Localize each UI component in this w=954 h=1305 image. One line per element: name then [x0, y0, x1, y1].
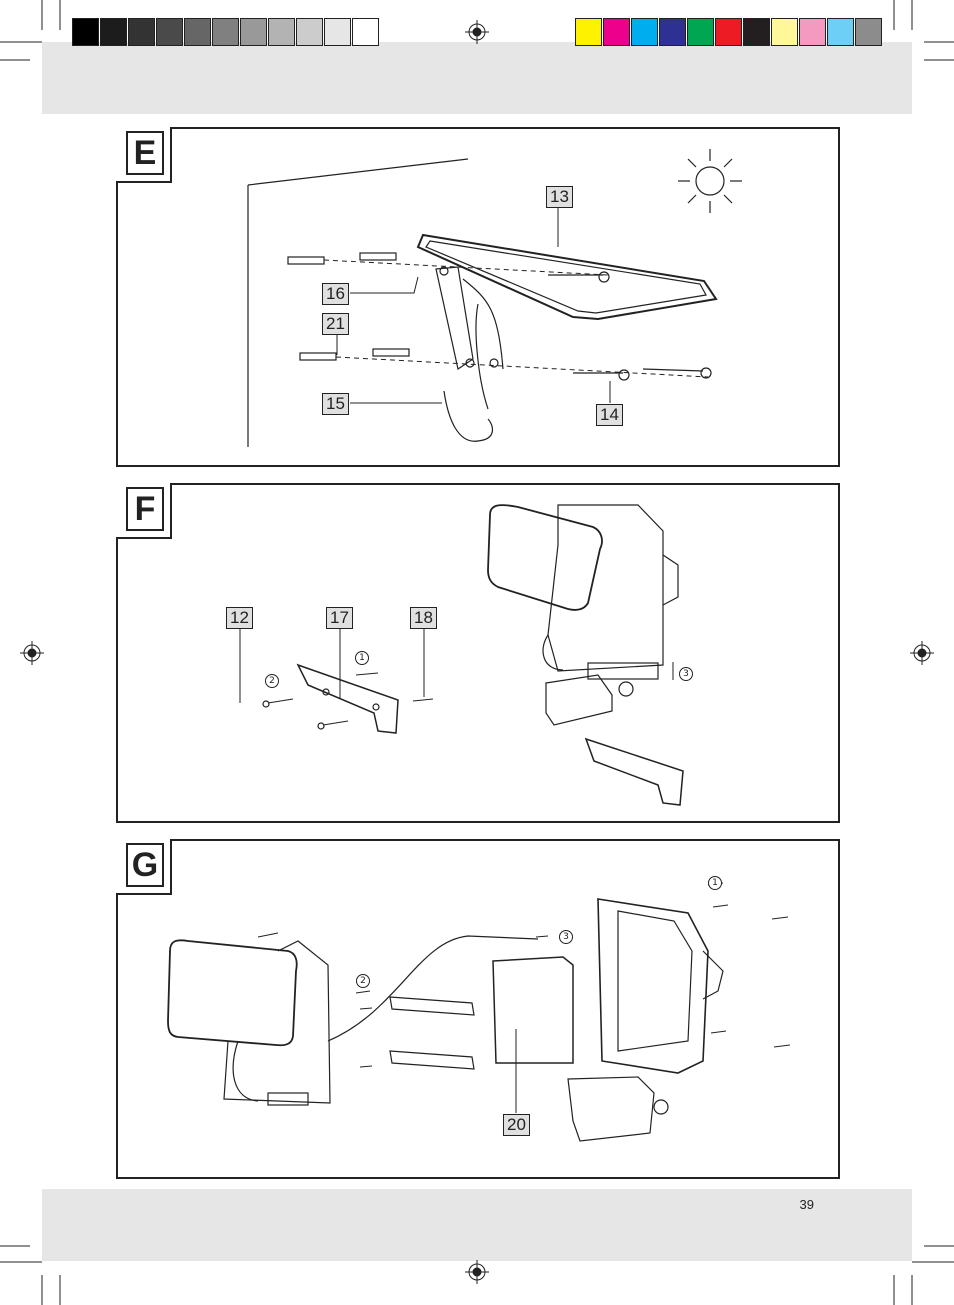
solar-panel	[418, 235, 716, 319]
callout-18: 18	[410, 607, 437, 629]
step-3: 3	[679, 667, 693, 681]
wall-bracket	[436, 267, 503, 409]
callout-13: 13	[546, 186, 573, 208]
step-3: 3	[559, 930, 573, 944]
battery-installation-drawing	[118, 841, 838, 1177]
solar-panel-wall-mount-drawing	[118, 129, 838, 465]
section-g-panel: G	[116, 839, 840, 1179]
step-2: 2	[265, 674, 279, 688]
step-2: 2	[356, 974, 370, 988]
battery-pack	[493, 957, 573, 1113]
step-1: 1	[708, 876, 722, 890]
callout-14: 14	[596, 404, 623, 426]
open-housing	[568, 899, 723, 1141]
registration-mark-icon	[910, 641, 934, 665]
screws	[360, 905, 790, 1067]
callout-16: 16	[322, 283, 349, 305]
motion-sensor	[568, 1077, 654, 1141]
registration-mark-icon	[465, 20, 489, 44]
callout-21: 21	[322, 313, 349, 335]
callout-20: 20	[503, 1114, 530, 1136]
mounting-bracket	[298, 665, 398, 733]
power-cable	[328, 936, 538, 1041]
mounting-screws	[548, 272, 711, 380]
bracket-piece	[390, 1051, 474, 1069]
bracket-piece	[390, 997, 474, 1015]
bracket-and-lamp-drawing	[118, 485, 838, 821]
section-f-panel: F	[116, 483, 840, 823]
wall-hatching	[248, 159, 468, 447]
motion-sensor	[546, 675, 612, 725]
lamp-housing	[488, 505, 678, 725]
mounting-bracket	[586, 739, 683, 805]
registration-mark-icon	[20, 641, 44, 665]
sun-icon	[678, 149, 742, 213]
lamp-housing	[168, 940, 330, 1105]
callout-17: 17	[326, 607, 353, 629]
step-1: 1	[355, 651, 369, 665]
section-e-panel: E	[116, 127, 840, 467]
callout-12: 12	[226, 607, 253, 629]
callout-15: 15	[322, 393, 349, 415]
wall-dowels	[288, 253, 409, 360]
registration-mark-icon	[465, 1260, 489, 1284]
page-number: 39	[800, 1197, 814, 1212]
